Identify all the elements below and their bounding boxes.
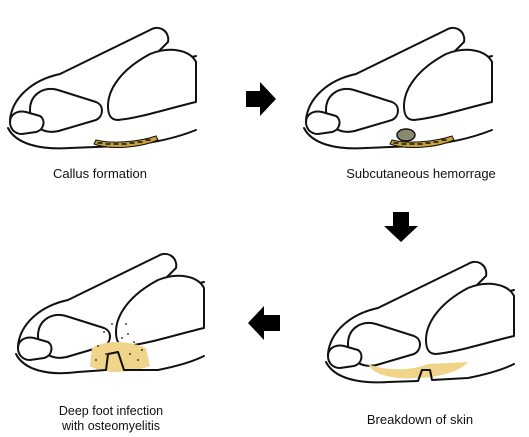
foot-illustration-deep-infection: [8, 236, 208, 396]
caption-subcutaneous-hemorrage: Subcutaneous hemorrage: [318, 166, 524, 182]
caption-callus-formation: Callus formation: [30, 166, 170, 182]
caption-breakdown-of-skin: Breakdown of skin: [340, 412, 500, 428]
callus-mark: [94, 136, 158, 147]
arrow-down-icon: [384, 212, 418, 242]
foot-illustration-hemorrage: [296, 10, 496, 170]
hemorrage-mark: [397, 129, 415, 141]
arrow-left-icon: [248, 306, 280, 340]
caption-line-1: Deep foot infection: [36, 404, 186, 419]
skin-breakdown-fill: [368, 362, 468, 378]
panel-breakdown-of-skin: [318, 244, 518, 404]
panel-subcutaneous-hemorrage: [296, 10, 496, 170]
caption-deep-foot-infection: Deep foot infection with osteomyelitis: [36, 404, 186, 434]
foot-illustration-breakdown: [318, 244, 518, 404]
caption-line-2: with osteomyelitis: [36, 419, 186, 434]
panel-callus-formation: [0, 10, 200, 170]
arrow-right-icon: [246, 82, 276, 116]
panel-deep-foot-infection: [8, 236, 208, 396]
foot-illustration-callus: [0, 10, 200, 170]
